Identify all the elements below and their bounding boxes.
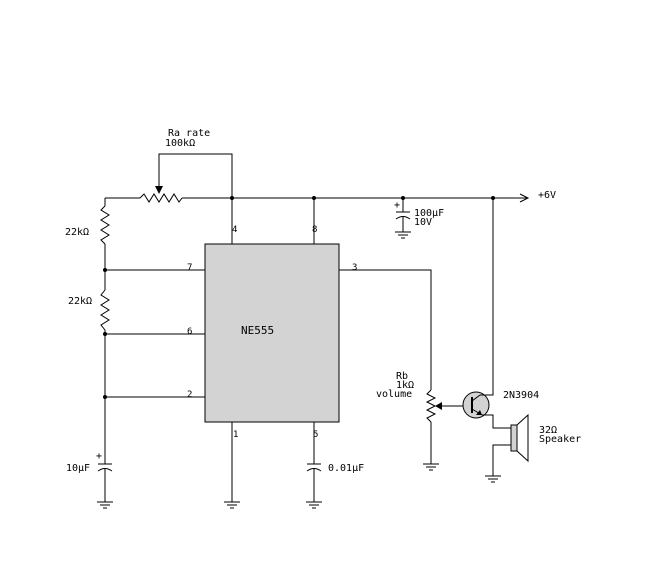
pin-1-label: 1 bbox=[233, 430, 238, 440]
c-timing-plus: + bbox=[96, 451, 102, 462]
rb-volume-potentiometer bbox=[339, 269, 463, 471]
rb-role-label: volume bbox=[376, 389, 412, 400]
ladder-connections bbox=[103, 268, 205, 399]
ground-symbol-timing bbox=[97, 501, 113, 509]
ne555-chip bbox=[204, 243, 340, 423]
ra-name-label: Ra rate bbox=[168, 128, 210, 139]
pin-8-label: 8 bbox=[312, 225, 317, 235]
c-supply-capacitor bbox=[395, 198, 411, 239]
c-timing-capacitor bbox=[97, 455, 113, 502]
c-supply-value-label: 100µF bbox=[414, 208, 444, 219]
transistor-label: 2N3904 bbox=[503, 390, 539, 401]
speaker-name-label: Speaker bbox=[539, 434, 581, 445]
pin-2-label: 2 bbox=[187, 390, 192, 400]
r1-label: 22kΩ bbox=[65, 227, 89, 238]
ic-name-label: NE555 bbox=[241, 324, 274, 337]
rb-name-label: Rb bbox=[396, 371, 408, 382]
c-timing-label: 10µF bbox=[66, 463, 90, 474]
speaker-icon bbox=[485, 413, 529, 483]
speaker-value-label: 32Ω bbox=[539, 425, 557, 436]
r2-label: 22kΩ bbox=[68, 296, 92, 307]
c-control-label: 0.01µF bbox=[328, 463, 364, 474]
c-supply-plus: + bbox=[394, 200, 400, 211]
c-supply-voltage-label: 10V bbox=[414, 217, 432, 228]
pin-1-ground bbox=[224, 422, 240, 509]
r1-resistor bbox=[100, 198, 110, 290]
c-control-capacitor bbox=[306, 422, 322, 509]
pin-5-label: 5 bbox=[313, 430, 318, 440]
transistor-2n3904 bbox=[462, 198, 511, 429]
r2-resistor bbox=[100, 289, 110, 455]
pin-6-label: 6 bbox=[187, 327, 192, 337]
ra-value-label: 100kΩ bbox=[165, 138, 195, 149]
rb-value-label: 1kΩ bbox=[396, 380, 414, 391]
ra-rate-potentiometer bbox=[139, 153, 233, 203]
supply-label: +6V bbox=[538, 190, 556, 201]
pin-3-label: 3 bbox=[352, 263, 357, 273]
pin-7-label: 7 bbox=[187, 263, 192, 273]
supply-rail bbox=[105, 193, 530, 203]
pin-4-label: 4 bbox=[232, 225, 237, 235]
